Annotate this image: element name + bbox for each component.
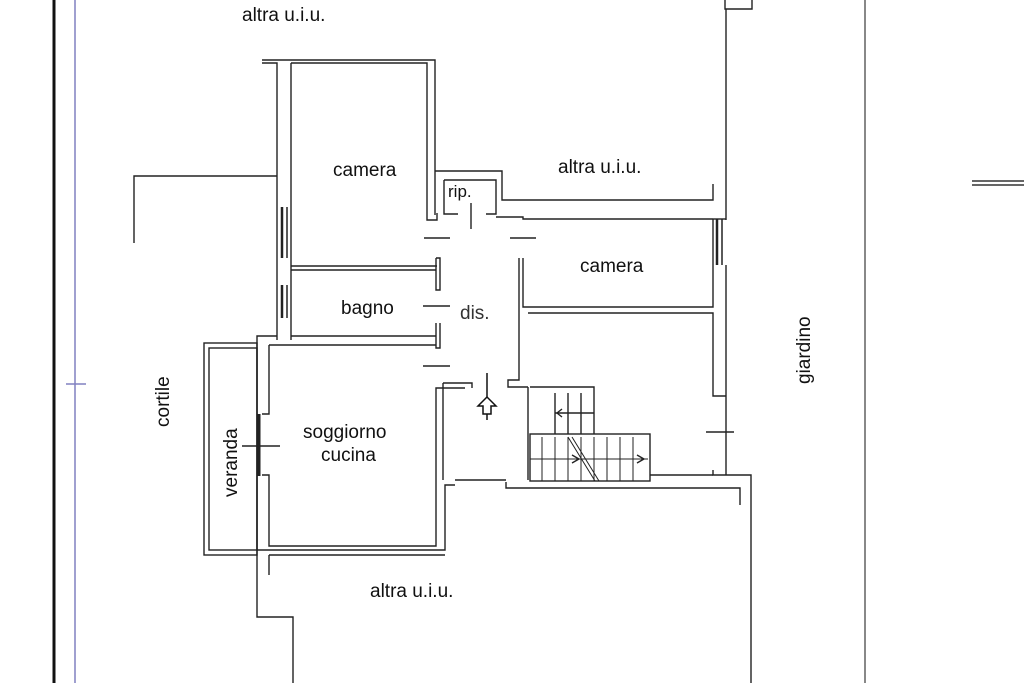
- label-altra-uiu-top: altra u.i.u.: [242, 5, 326, 26]
- label-camera-nw: camera: [333, 160, 397, 181]
- label-cortile: cortile: [153, 376, 174, 427]
- label-veranda: veranda: [221, 428, 242, 497]
- label-camera-e: camera: [580, 256, 644, 277]
- label-cucina: cucina: [321, 445, 376, 466]
- label-dis: dis.: [460, 303, 490, 324]
- label-altra-uiu-bottom: altra u.i.u.: [370, 581, 454, 602]
- label-bagno: bagno: [341, 298, 394, 319]
- up-arrow-icon: [476, 373, 498, 420]
- label-altra-uiu-mid: altra u.i.u.: [558, 157, 642, 178]
- label-ripostiglio: rip.: [448, 182, 472, 201]
- label-giardino: giardino: [794, 316, 815, 384]
- label-soggiorno: soggiorno: [303, 422, 387, 443]
